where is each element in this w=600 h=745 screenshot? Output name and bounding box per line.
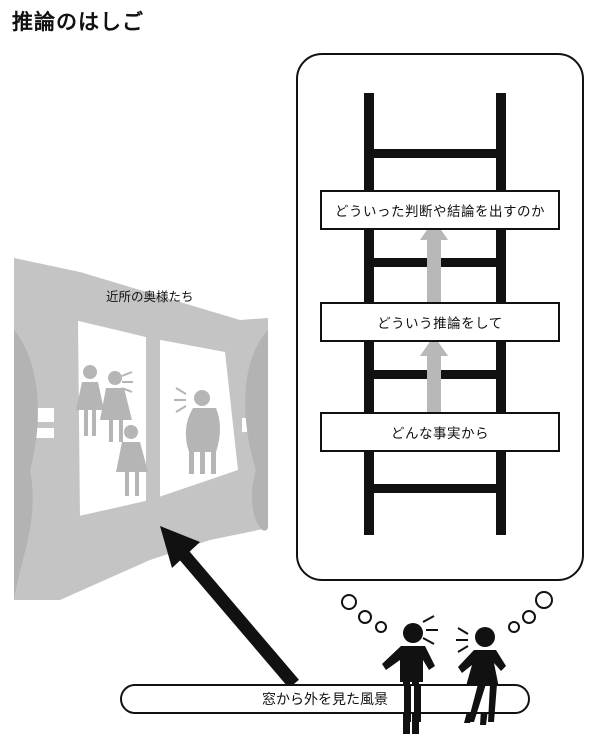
thought-balloon — [296, 53, 584, 581]
window-view-label: 窓から外を見た風景 — [120, 684, 530, 714]
neighbors-label: 近所の奥様たち — [106, 289, 194, 304]
thought-bubbles-right — [508, 591, 553, 633]
ladder-step-reasoning: どういう推論をして — [320, 302, 560, 342]
neighbor-figure-2 — [100, 371, 132, 442]
ladder-step-facts: どんな事実から — [320, 412, 560, 452]
speech-marks-male — [422, 615, 438, 645]
neighbor-figure-1 — [76, 365, 104, 436]
up-arrow-black — [160, 526, 299, 689]
thought-bubbles-left — [341, 594, 387, 633]
ladder-step-conclusion: どういった判断や結論を出すのか — [320, 190, 560, 230]
speech-marks-left — [121, 371, 133, 393]
window-mullion — [146, 335, 160, 505]
speech-marks-right — [174, 387, 187, 413]
neighbor-figure-4 — [185, 390, 220, 474]
window-frame-bottom — [70, 474, 240, 532]
speech-marks-female — [456, 627, 469, 653]
window-frame-top — [66, 305, 232, 352]
curtain-left — [14, 330, 38, 600]
page-title: 推論のはしご — [12, 10, 144, 34]
curtain-right — [245, 330, 268, 531]
neighbor-figure-3 — [116, 425, 148, 496]
